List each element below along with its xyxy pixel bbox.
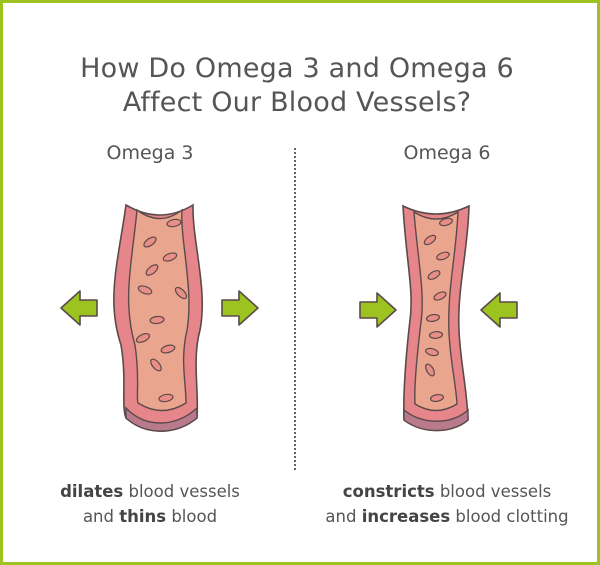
caption-text: and <box>325 507 362 526</box>
constricted-vessel-bottom-rim <box>403 408 469 432</box>
dilated-vessel-lumen <box>127 208 190 412</box>
constricted-vessel <box>402 204 470 432</box>
blood-cell <box>439 217 453 227</box>
caption-text: and <box>82 507 120 526</box>
blood-cell <box>423 234 437 246</box>
blood-cell <box>158 393 174 403</box>
caption-text: blood vessels <box>123 482 240 501</box>
caption-text: blood vessels <box>434 482 552 501</box>
constricted-vessel-lumen <box>413 210 459 412</box>
blood-cell <box>150 358 162 372</box>
blood-cell <box>174 286 188 300</box>
blood-cell <box>436 251 450 261</box>
omega6-caption-line-1: constricts blood vessels <box>282 479 600 504</box>
arrow-left-inward-icon <box>480 292 518 328</box>
caption-keyword: thins <box>119 507 167 526</box>
omega3-caption-line-1: dilates blood vessels <box>0 479 300 504</box>
dilated-vessel <box>113 203 203 432</box>
blood-cell <box>160 344 176 354</box>
blood-cell <box>425 313 441 323</box>
blood-cell <box>137 285 153 295</box>
blood-cell <box>162 252 178 262</box>
arrow-left-outward-icon <box>60 290 98 326</box>
omega3-heading: Omega 3 <box>106 142 194 164</box>
page-title: How Do Omega 3 and Omega 6 Affect Our Bl… <box>0 52 594 120</box>
dilated-blood-cells <box>135 218 188 403</box>
title-line-1: How Do Omega 3 and Omega 6 <box>80 53 514 84</box>
blood-cell <box>135 333 151 343</box>
caption-keyword: dilates <box>60 482 124 501</box>
title-line-2: Affect Our Blood Vessels? <box>122 87 472 118</box>
blood-cell <box>428 331 444 339</box>
omega3-caption: dilates blood vessels and thins blood <box>0 479 300 529</box>
blood-cell <box>433 291 447 301</box>
blood-cell <box>425 347 439 357</box>
blood-cell <box>427 270 441 280</box>
blood-cell <box>149 315 165 325</box>
dotted-divider <box>294 148 296 470</box>
blood-cell <box>425 363 435 377</box>
blood-cell <box>429 393 445 403</box>
omega6-heading: Omega 6 <box>403 142 491 164</box>
omega3-caption-line-2: and thins blood <box>0 504 300 529</box>
constricted-blood-cells <box>423 217 453 403</box>
arrow-right-inward-icon <box>359 292 397 328</box>
blood-cell <box>166 218 182 228</box>
caption-text: blood <box>166 507 218 526</box>
caption-keyword: constricts <box>342 482 435 501</box>
omega6-caption: constricts blood vessels and increases b… <box>282 479 600 529</box>
blood-cell <box>143 236 157 248</box>
blood-cell <box>145 264 159 276</box>
caption-text: blood clotting <box>450 507 569 526</box>
arrow-right-outward-icon <box>221 290 259 326</box>
caption-keyword: increases <box>361 507 451 526</box>
dilated-vessel-bottom-rim <box>125 406 198 432</box>
omega6-caption-line-2: and increases blood clotting <box>282 504 600 529</box>
